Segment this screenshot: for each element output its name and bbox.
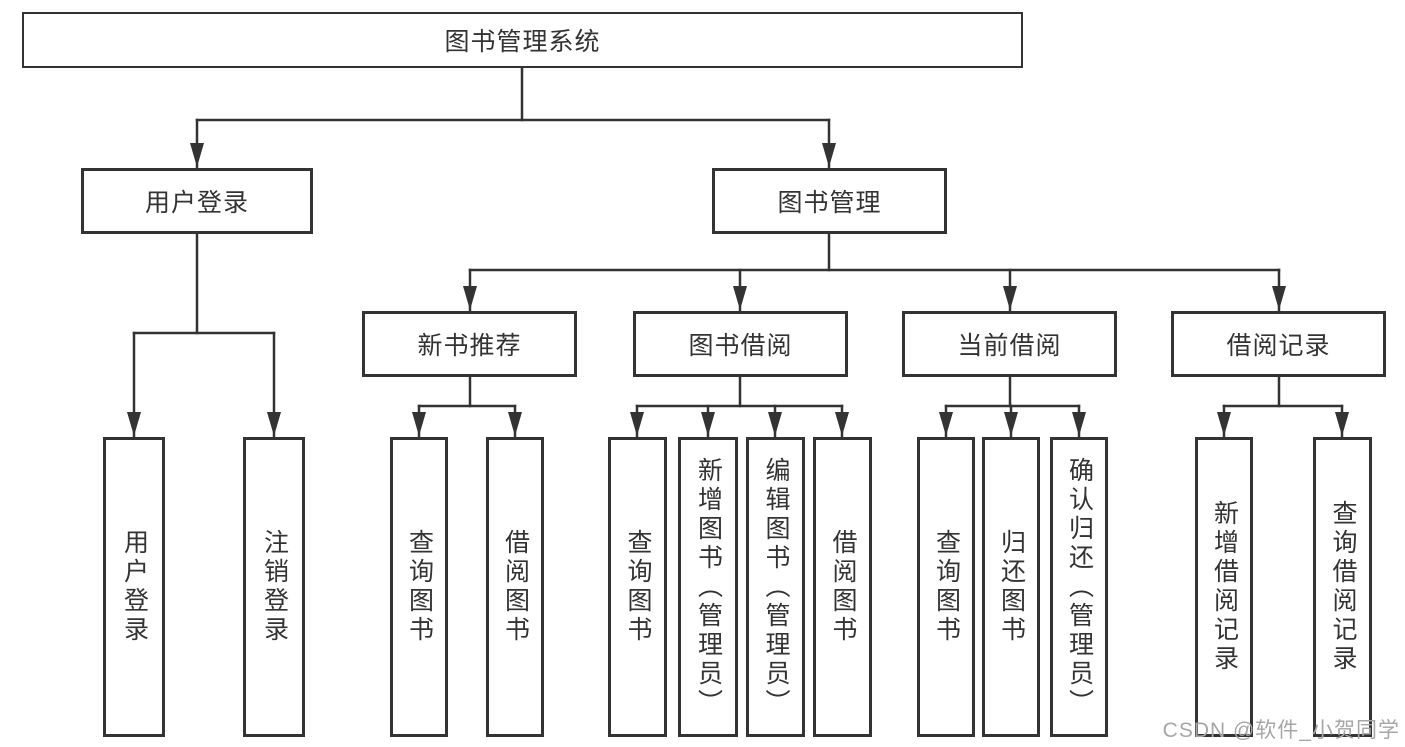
leaf-br-query-record: 查询借阅记录 — [1313, 437, 1372, 737]
connectors-book-borrowing-to-leaves — [630, 375, 849, 438]
leaf-logout: 注销登录 — [243, 437, 305, 737]
leaf-bb-edit-books-admin: 编辑图书（管理员） — [746, 437, 805, 737]
leaf-bb-add-books-admin: 新增图书（管理员） — [678, 437, 738, 737]
leaf-cb-query-books: 查询图书 — [917, 437, 975, 737]
connectors-user-login-to-leaves — [127, 232, 281, 438]
connectors-root-to-level2 — [190, 66, 836, 169]
connectors-borrowing-records-to-leaves — [1217, 375, 1349, 438]
connectors-book-management-to-level3 — [463, 231, 1286, 312]
watermark: CSDN @软件_小贺同学 — [1162, 719, 1400, 742]
node-root: 图书管理系统 — [22, 12, 1023, 68]
leaf-cb-confirm-return-admin: 确认归还（管理员） — [1050, 437, 1108, 737]
node-book-management: 图书管理 — [712, 168, 947, 234]
leaf-nb-query-books: 查询图书 — [390, 437, 448, 737]
node-new-book-recommendation: 新书推荐 — [362, 311, 577, 377]
leaf-user-login: 用户登录 — [103, 437, 165, 737]
node-user-login: 用户登录 — [81, 168, 313, 234]
leaf-cb-return-books: 归还图书 — [982, 437, 1040, 737]
leaf-br-add-record: 新增借阅记录 — [1195, 437, 1253, 737]
node-book-borrowing: 图书借阅 — [633, 311, 848, 377]
node-current-borrowing: 当前借阅 — [902, 311, 1117, 377]
leaf-bb-borrow-books: 借阅图书 — [813, 437, 872, 737]
connectors-new-book-recommendation-to-leaves — [412, 375, 522, 438]
leaf-nb-borrow-books: 借阅图书 — [486, 437, 544, 737]
leaf-bb-query-books: 查询图书 — [608, 437, 667, 737]
connectors-current-borrowing-to-leaves — [939, 375, 1086, 438]
node-borrowing-records: 借阅记录 — [1171, 311, 1386, 377]
